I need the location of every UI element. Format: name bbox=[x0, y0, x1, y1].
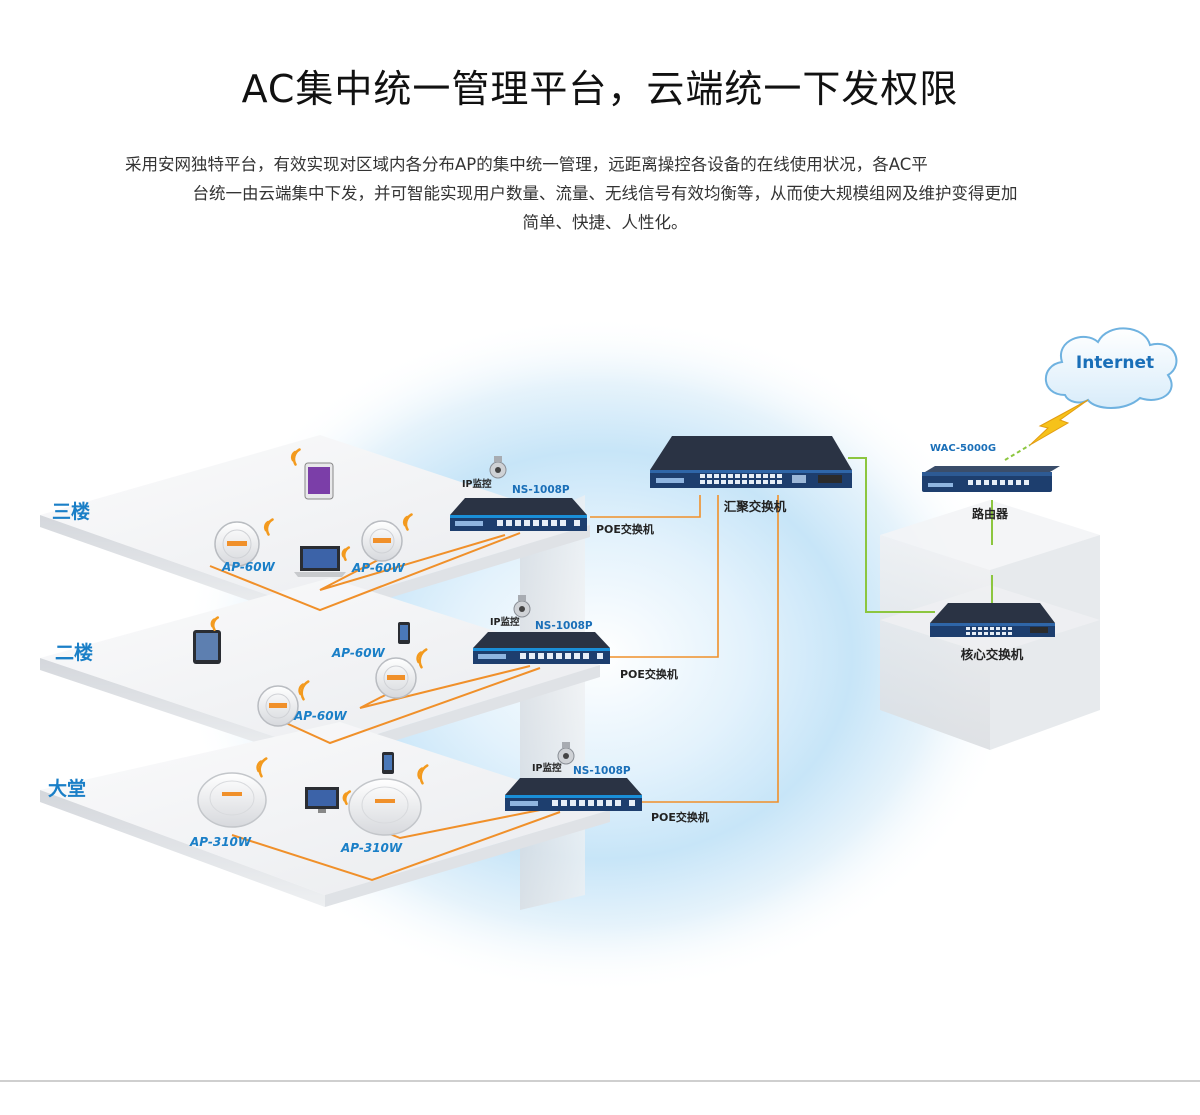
wifi-signal-icon bbox=[210, 448, 429, 806]
ap-310w-device bbox=[197, 772, 267, 828]
poe-switch-model-1f: NS-1008P bbox=[573, 765, 631, 777]
ip-camera-icon bbox=[489, 456, 507, 479]
backbone-cables bbox=[848, 457, 993, 613]
intro-line-1: 采用安网独特平台，有效实现对区域内各分布AP的集中统一管理，远距离操控各设备的在… bbox=[125, 155, 928, 174]
internet-cloud bbox=[1044, 327, 1178, 409]
poe-switch-2f bbox=[473, 632, 610, 664]
floor-label-3f: 三楼 bbox=[52, 500, 90, 523]
floor-label-2f: 二楼 bbox=[55, 641, 93, 664]
ip-camera-icon bbox=[557, 742, 575, 765]
ap-label-3f-2: AP-60W bbox=[351, 561, 406, 575]
tablet-icon bbox=[304, 462, 334, 500]
poe-switch-3f bbox=[450, 498, 587, 531]
ap-label-1f-1: AP-310W bbox=[189, 835, 252, 849]
aggregation-switch bbox=[650, 436, 852, 488]
building-shaft bbox=[520, 495, 585, 910]
intro-line-3: 简单、快捷、人性化。 bbox=[522, 213, 688, 232]
ap-60w-device bbox=[214, 521, 260, 567]
camera-label-2f: IP监控 bbox=[490, 616, 520, 628]
poe-switch-model-3f: NS-1008P bbox=[512, 484, 570, 496]
intro-text: 采用安网独特平台，有效实现对区域内各分布AP的集中统一管理，远距离操控各设备的在… bbox=[70, 150, 1140, 237]
aggregation-switch-label: 汇聚交换机 bbox=[724, 499, 787, 514]
phone-icon bbox=[398, 622, 410, 644]
footer-divider bbox=[0, 1080, 1200, 1082]
router-label: 路由器 bbox=[972, 506, 1009, 521]
ap-label-1f-2: AP-310W bbox=[340, 841, 403, 855]
poe-switch-model-2f: NS-1008P bbox=[535, 620, 593, 632]
internet-label: Internet bbox=[1076, 353, 1154, 373]
camera-label-1f: IP监控 bbox=[532, 762, 562, 774]
uplink-cables bbox=[590, 495, 779, 803]
ap-60w-device bbox=[361, 520, 403, 562]
router-model: WAC-5000G bbox=[930, 443, 996, 454]
lightning-bolt-icon bbox=[1029, 399, 1089, 446]
laptop-icon bbox=[294, 546, 346, 577]
monitor-icon bbox=[305, 787, 339, 813]
poe-switch-label-2f: POE交换机 bbox=[620, 667, 678, 681]
router-device bbox=[922, 466, 1060, 492]
tablet-icon bbox=[193, 630, 221, 664]
ap-60w-device bbox=[257, 685, 299, 727]
poe-switch-1f bbox=[505, 778, 642, 811]
floor-cables bbox=[209, 532, 561, 882]
ap-label-2f-1: AP-60W bbox=[331, 646, 386, 660]
page-title: AC集中统一管理平台，云端统一下发权限 bbox=[241, 67, 959, 111]
ap-310w-device bbox=[348, 778, 422, 836]
ip-camera-icon bbox=[513, 595, 531, 618]
core-switch bbox=[930, 603, 1055, 637]
intro-line-2: 台统一由云端集中下发，并可智能实现用户数量、流量、无线信号有效均衡等，从而使大规… bbox=[192, 184, 1018, 203]
phone-icon bbox=[382, 752, 394, 774]
poe-switch-label-1f: POE交换机 bbox=[651, 810, 709, 824]
ap-label-3f-1: AP-60W bbox=[221, 560, 276, 574]
floor-label-1f: 大堂 bbox=[48, 777, 86, 800]
core-switch-label: 核心交换机 bbox=[961, 647, 1024, 662]
ap-60w-device bbox=[375, 657, 417, 699]
ap-label-2f-2: AP-60W bbox=[293, 709, 348, 723]
camera-label-3f: IP监控 bbox=[462, 478, 492, 490]
poe-switch-label-3f: POE交换机 bbox=[596, 522, 654, 536]
